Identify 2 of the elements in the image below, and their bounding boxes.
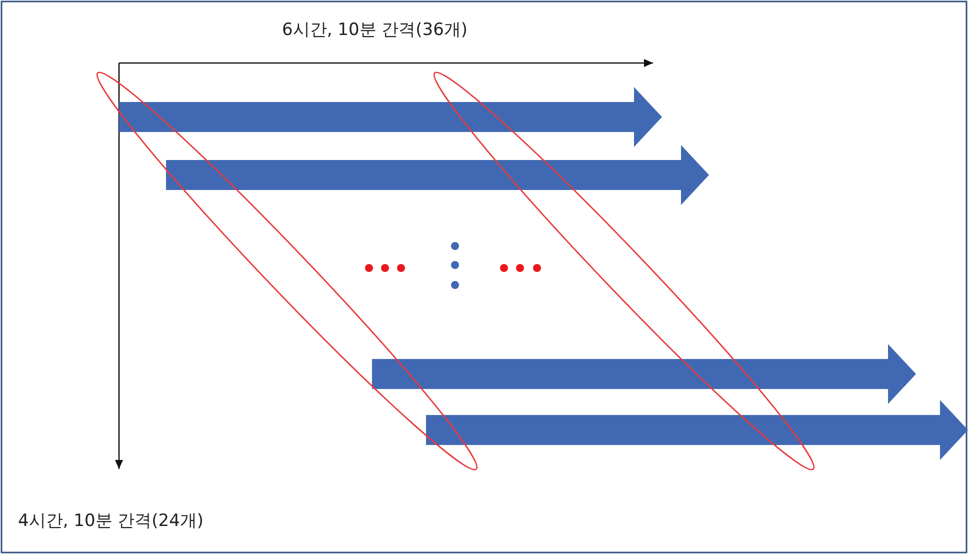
axis-label: 4시간, 10분 간격(24개) bbox=[18, 511, 204, 532]
axis-label: 6시간, 10분 간격(36개) bbox=[282, 20, 468, 40]
